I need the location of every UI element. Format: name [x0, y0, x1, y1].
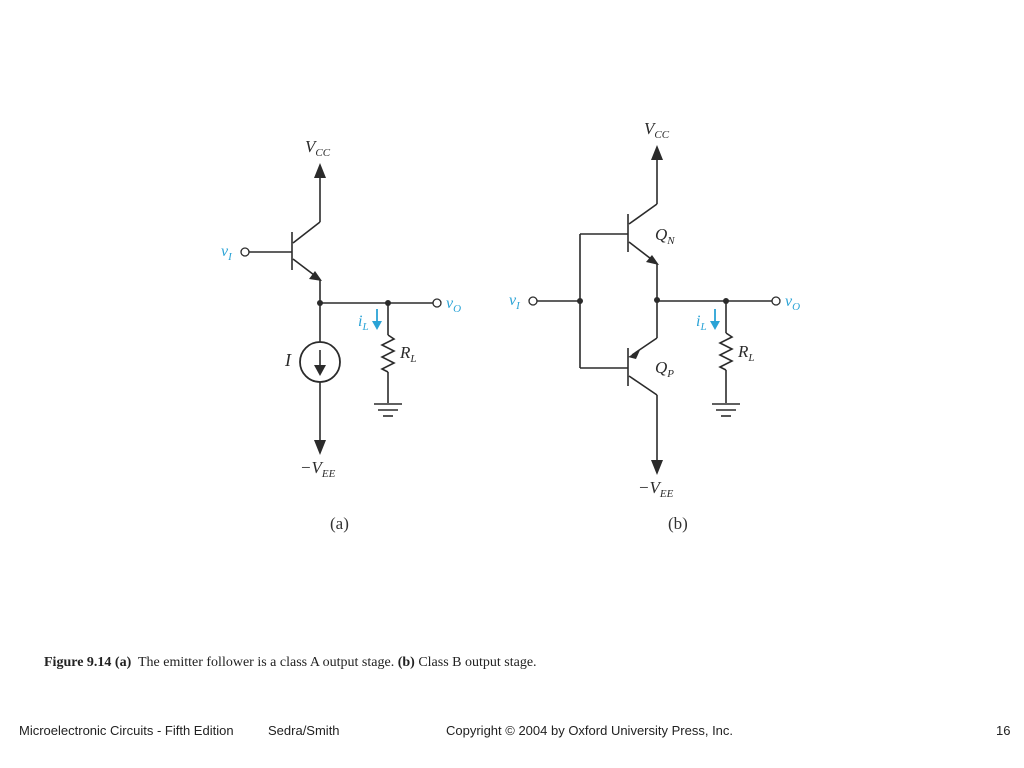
vee-arrowhead-a	[314, 440, 326, 455]
circuit-a: VCC vI vO I −	[221, 137, 461, 533]
output-label-b: vO	[785, 293, 800, 313]
circuit-diagram: VCC vI vO I −	[221, 119, 800, 533]
ground-symbol-a	[374, 403, 402, 417]
base-node-b	[577, 298, 583, 304]
circuit-b: VCC QN QP	[509, 119, 800, 533]
caption-part-b-text: Class B output stage.	[418, 655, 537, 670]
emitter-node-b	[654, 297, 660, 303]
load-resistor-b	[718, 332, 734, 371]
load-resistor-label-b: RL	[737, 342, 755, 364]
vee-arrowhead-b	[651, 460, 663, 475]
footer-authors: Sedra/Smith	[268, 723, 340, 738]
input-terminal-b	[528, 296, 538, 306]
figure-caption: Figure 9.14 (a) The emitter follower is …	[44, 655, 537, 671]
caption-part-a-label: (a)	[114, 655, 132, 670]
slide-footer: Microelectronic Circuits - Fifth Edition…	[0, 723, 1024, 741]
ground-symbol-b	[712, 403, 740, 417]
load-current-label-b: iL	[696, 313, 707, 333]
load-current-label-a: iL	[358, 313, 369, 333]
load-resistor-a	[380, 334, 396, 373]
panel-label-b: (b)	[668, 514, 688, 533]
current-source-arrow-a	[314, 365, 326, 376]
footer-page-number: 16	[996, 723, 1011, 738]
output-terminal-a	[432, 298, 442, 308]
caption-part-b-label: (b)	[397, 655, 415, 670]
vee-label-b: −VEE	[638, 478, 674, 500]
input-terminal-a	[240, 247, 250, 257]
figure-label: Figure 9.14	[44, 655, 112, 670]
vcc-label-a: VCC	[305, 137, 331, 159]
vcc-arrowhead-a	[314, 163, 326, 178]
vcc-label-b: VCC	[644, 119, 670, 141]
vee-label-a: −VEE	[300, 458, 336, 480]
input-label-b: vI	[509, 292, 521, 312]
caption-part-a-text: The emitter follower is a class A output…	[137, 655, 395, 670]
qp-label: QP	[655, 358, 674, 380]
panel-label-a: (a)	[330, 514, 349, 533]
npn-transistor-qn	[627, 203, 659, 300]
current-source-label-a: I	[284, 350, 292, 370]
load-resistor-label-a: RL	[399, 343, 417, 365]
vcc-arrowhead-b	[651, 145, 663, 160]
qn-label: QN	[655, 225, 675, 247]
footer-book-title: Microelectronic Circuits - Fifth Edition	[19, 723, 234, 738]
footer-copyright: Copyright © 2004 by Oxford University Pr…	[446, 723, 734, 738]
output-label-a: vO	[446, 295, 461, 315]
output-terminal-b	[771, 296, 781, 306]
pnp-transistor-qp	[627, 300, 658, 460]
input-label-a: vI	[221, 243, 233, 263]
npn-transistor-a	[291, 221, 322, 303]
